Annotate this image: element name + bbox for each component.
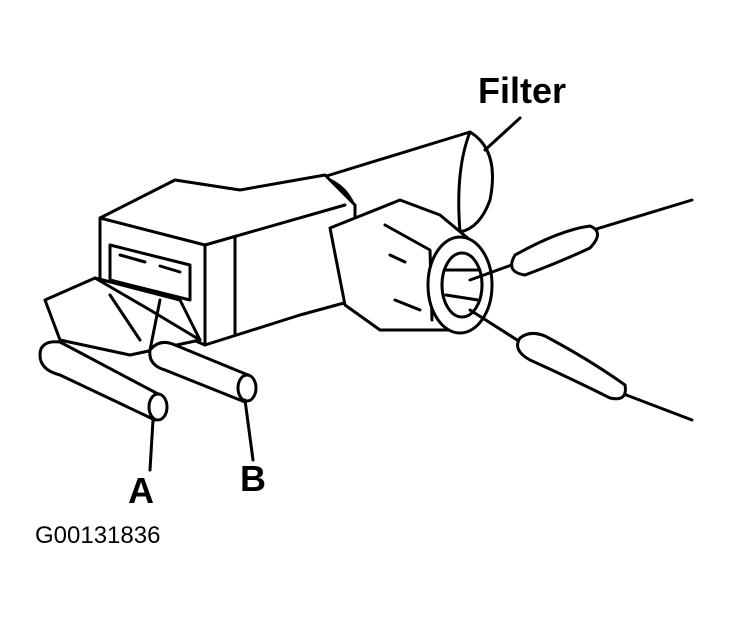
probe-upper [468, 224, 599, 282]
filter-label: Filter [478, 70, 567, 111]
port-b-leader [243, 398, 255, 462]
figure-id: G00131836 [35, 522, 161, 549]
probe-lower [468, 308, 627, 401]
port-a-leader [148, 418, 155, 472]
port-a-label: A [128, 470, 154, 511]
port-b-label: B [240, 458, 266, 499]
electrical-connector [328, 198, 494, 335]
filter-leader [483, 116, 522, 152]
leader-lines [148, 116, 522, 472]
bracket-and-ports [38, 276, 258, 422]
